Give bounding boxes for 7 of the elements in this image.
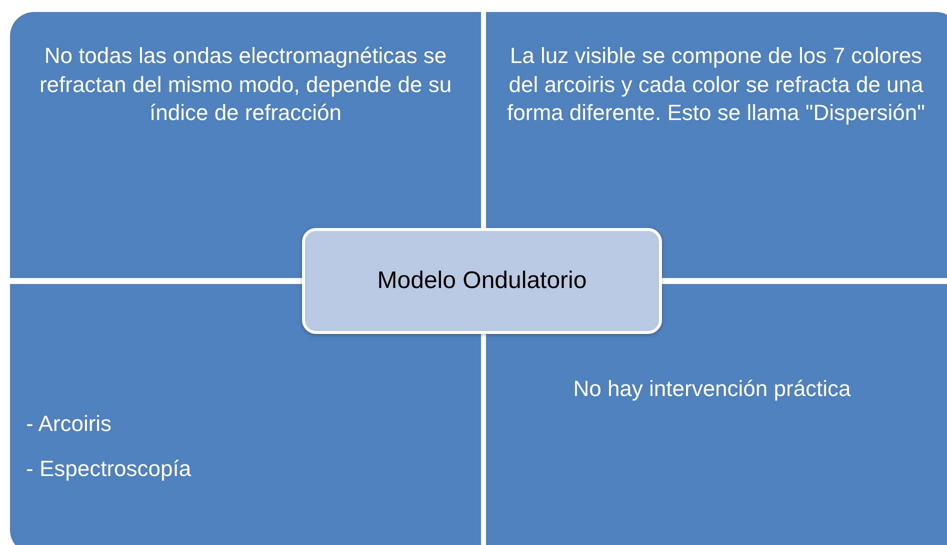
panel-text: No todas las ondas electromagnéticas se refractan del mismo modo, depende de su índice de refracción — [38, 42, 453, 128]
title-text: Modelo Ondulatorio — [377, 267, 587, 295]
panel-text: No hay intervención práctica — [572, 374, 852, 403]
center-box — [302, 228, 662, 334]
panel-text: - Espectroscopía — [26, 454, 192, 483]
panel-text: - Arcoiris — [26, 410, 113, 438]
panel-text: La luz visible se compone de los 7 colores del arcoiris y cada color se refracta de una forma diferente. Esto se llama "Dispersión" — [506, 42, 926, 128]
